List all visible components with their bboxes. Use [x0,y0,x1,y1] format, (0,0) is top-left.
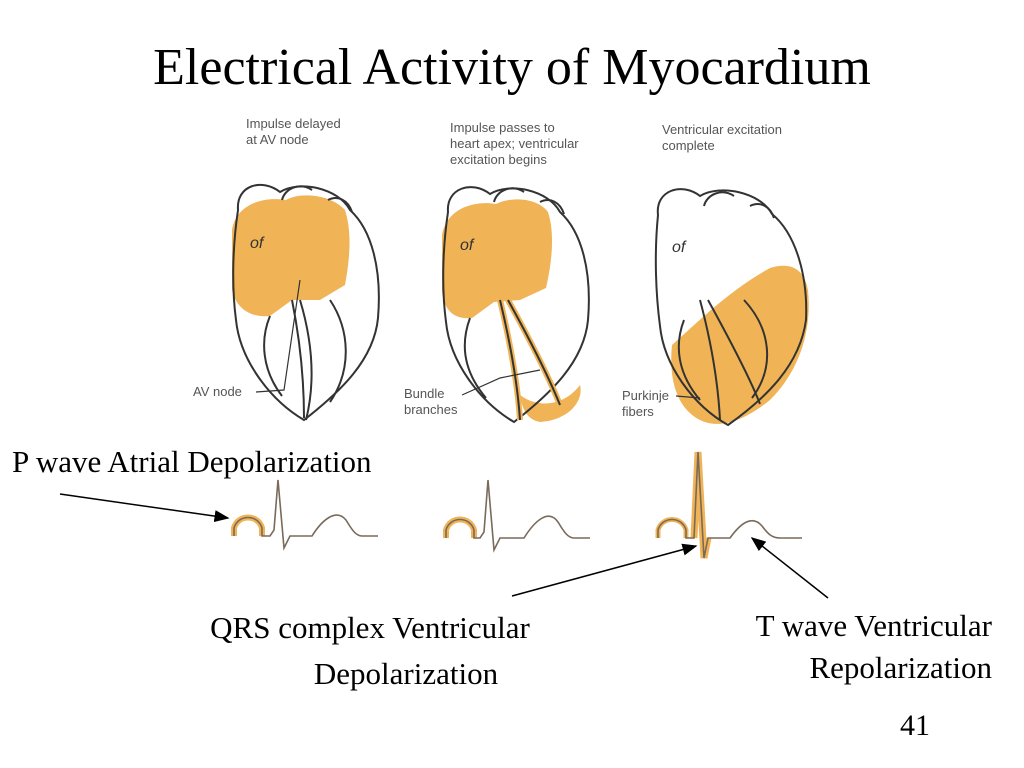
panel-2-caption: Impulse passes to heart apex; ventricula… [450,120,579,167]
p-wave-arrow [59,493,230,523]
of-marker-3: of [672,239,687,256]
of-marker: of [250,235,265,252]
ventricles-depolarized-region [671,265,809,424]
apex-depolarized-region [520,385,581,422]
qrs-label-line1: QRS complex Ventricular [210,610,530,645]
ecg-trace-1 [231,479,378,551]
purkinje-fibers-label: Purkinje fibers [622,388,669,419]
t-wave-arrow [750,537,829,599]
page-number: 41 [900,709,930,742]
atria-depolarized-region-2 [442,199,553,319]
bundle-branches-label: Bundle branches [404,386,458,417]
ecg-trace-2 [443,479,590,553]
panel-1-caption: Impulse delayed at AV node [246,116,341,147]
av-node-label: AV node [193,384,242,399]
qrs-label-line2: Depolarization [313,656,499,691]
heart-bundle-branches [442,186,590,424]
qrs-arrow [511,543,698,597]
atria-depolarized-region [232,195,350,317]
t-wave-label-line2: Repolarization [809,650,993,685]
heart-ventricles-depolarized [654,188,809,427]
t-wave-label-line1: T wave Ventricular [755,608,992,643]
heart-atria-depolarized [232,183,380,422]
slide-title: Electrical Activity of Myocardium [153,39,871,96]
panel-3-caption: Ventricular excitation complete [662,122,782,153]
of-marker-2: of [460,237,475,254]
p-wave-label: P wave Atrial Depolarization [12,444,372,479]
ecg-trace-3 [655,451,802,559]
